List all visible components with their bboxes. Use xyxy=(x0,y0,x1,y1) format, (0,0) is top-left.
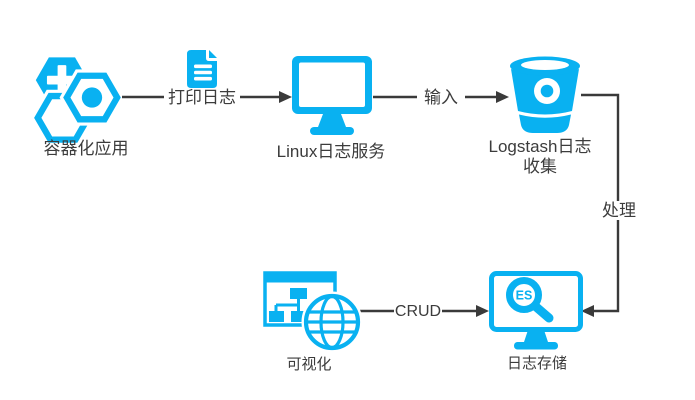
hexagon-cluster-icon xyxy=(30,57,122,144)
edge-input-arrowhead xyxy=(496,91,509,103)
edge-input-label: 输入 xyxy=(417,88,465,107)
es-search-monitor-icon: ES xyxy=(489,271,583,350)
linux-log-service-label: Linux日志服务 xyxy=(276,142,386,161)
edge-print-logs-label: 打印日志 xyxy=(164,88,240,107)
visualization-label: 可视化 xyxy=(286,356,332,373)
monitor-icon xyxy=(292,56,372,135)
logstash-collector-label: Logstash日志收集 xyxy=(488,137,592,176)
document-lines-icon xyxy=(187,50,217,88)
edge-process-label: 处理 xyxy=(595,201,643,220)
edge-process-arrowhead xyxy=(581,305,594,317)
es-letters: ES xyxy=(516,289,533,303)
bucket-icon xyxy=(510,56,580,133)
edge-print-logs-arrowhead xyxy=(279,91,292,103)
edge-crud-label: CRUD xyxy=(394,302,442,321)
container-app-label: 容器化应用 xyxy=(43,139,129,158)
log-storage-label: 日志存储 xyxy=(506,355,567,372)
edge-crud-arrowhead xyxy=(476,305,489,317)
sitemap-globe-icon xyxy=(263,271,363,353)
